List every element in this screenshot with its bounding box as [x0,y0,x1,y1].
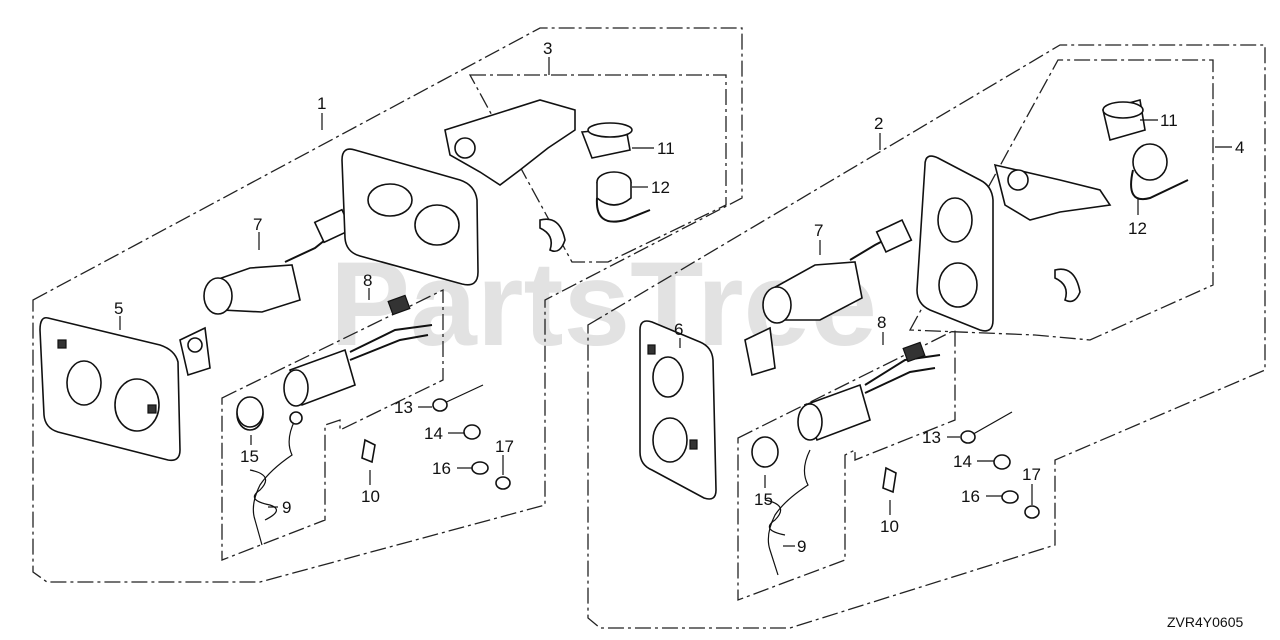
bracket-right [993,163,1112,221]
washer-15 [236,396,264,428]
callout-9: 9 [282,498,291,517]
clamp [539,218,566,253]
washer-16 [471,461,489,475]
panel-plate [341,148,479,286]
callout-14-right: 14 [953,452,972,471]
callout-17-right: 17 [1022,465,1041,484]
callout-16: 16 [432,459,451,478]
callout-7: 7 [253,215,262,234]
callout-2: 2 [874,114,883,133]
callout-10: 10 [361,487,380,506]
clip-10-right [882,466,897,494]
callout-10-right: 10 [880,517,899,536]
lanyard-9-right [764,449,811,576]
clamp-right [1054,268,1081,303]
lanyard-9 [249,411,303,546]
callout-1: 1 [317,94,326,113]
callout-11: 11 [657,139,675,158]
washer-15-right [751,436,779,468]
callout-8-right: 8 [877,313,886,332]
callout-15-right: 15 [754,490,773,509]
callout-12: 12 [651,178,670,197]
callout-13-right: 13 [922,428,941,447]
callout-17: 17 [495,437,514,456]
cap-11-right [1102,98,1146,142]
callout-12-right: 12 [1128,219,1147,238]
panel-plate-right [916,155,994,332]
assembly-4-boundary [908,59,1214,341]
assembly-1-boundary [32,27,743,583]
callout-13: 13 [394,398,413,417]
callout-5: 5 [114,299,123,318]
buzzer-12 [595,171,651,223]
ignition-switch-7 [179,208,353,377]
washer-17 [495,476,511,490]
clip-10 [361,438,376,464]
buzzer-12-right [1130,143,1189,201]
left-assembly: 1 3 5 7 8 11 12 13 14 15 16 17 10 9 [32,27,743,583]
switch-panel-5 [39,316,181,462]
nut-14-right [993,454,1011,470]
washer-17-right [1024,505,1040,519]
callout-3: 3 [543,39,552,58]
kit-8-boundary [221,288,444,561]
switch-panel-6 [639,320,717,500]
callout-11-right: 11 [1160,111,1178,130]
callout-6: 6 [674,320,683,339]
kill-switch-8-right [797,341,941,442]
bracket-3 [444,99,576,186]
diagram-code: ZVR4Y0605 [1167,614,1243,630]
callout-7-right: 7 [814,221,823,240]
cap-11 [580,122,633,159]
right-assembly: 2 4 6 7 8 11 12 13 14 15 16 17 10 9 [587,44,1266,629]
callout-8: 8 [363,271,372,290]
callout-4: 4 [1235,138,1244,157]
assembly-2-boundary [587,44,1266,629]
bolt-13-right [960,411,1013,444]
callout-9-right: 9 [797,537,806,556]
bolt-13 [432,384,484,412]
kit-8-boundary-right [737,328,956,601]
nut-14 [463,424,481,440]
washer-16-right [1001,490,1019,504]
callout-16-right: 16 [961,487,980,506]
ignition-switch-7-right [744,219,913,377]
callout-14: 14 [424,424,443,443]
callout-15: 15 [240,447,259,466]
